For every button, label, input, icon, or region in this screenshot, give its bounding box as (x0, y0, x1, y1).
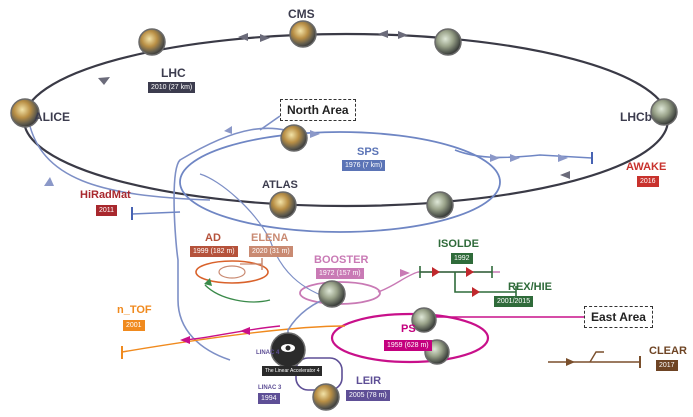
lhc-photo-2 (434, 28, 462, 56)
elena-label: ELENA (251, 232, 289, 244)
alice-transfer-line (27, 117, 211, 201)
booster-label: BOOSTER (314, 254, 369, 266)
elena-badge: 2020 (31 m) (249, 246, 293, 257)
atlas-photo (269, 191, 297, 219)
rexhie-badge: 2001/2015 (494, 296, 534, 307)
clear-arrow (566, 358, 575, 366)
booster-badge: 1972 (157 m) (316, 268, 364, 279)
leir-photo (312, 383, 340, 411)
sps-ring (179, 131, 501, 233)
rexhie-label: REX/HIE (508, 281, 553, 293)
linac4-caption: The Linear Accelerator 4 (262, 366, 323, 376)
elena-ring (218, 265, 246, 279)
booster-to-isolde-line (377, 271, 500, 293)
sps-arrows (224, 126, 568, 162)
sps-photo (280, 124, 308, 152)
atlas-label: ATLAS (262, 179, 298, 191)
cms-photo (289, 20, 317, 48)
linac4-label: LINAC 4 (256, 350, 280, 356)
booster-arrow (400, 269, 410, 277)
sps-badge: 1976 (7 km) (342, 160, 386, 171)
lhc-arrows (98, 30, 570, 179)
photo-markers (10, 20, 678, 411)
sps-to-north-area-line (173, 127, 301, 361)
north-area-box: North Area (280, 99, 356, 121)
lhc-label: LHC (161, 66, 186, 80)
ad-arrow (204, 278, 212, 286)
cms-label: CMS (288, 7, 315, 21)
ntof-badge: 2001 (123, 320, 145, 331)
lhc-badge: 2010 (27 km) (148, 82, 196, 93)
ps-to-ntof-magenta (184, 325, 281, 341)
clear-label: CLEAR (649, 345, 687, 357)
ps-arrows (180, 327, 250, 344)
ps-ring (330, 312, 490, 364)
isolde-badge: 1992 (451, 253, 473, 264)
awake-beamline (454, 149, 593, 159)
east-area-box: East Area (584, 306, 653, 328)
sps-label: SPS (357, 146, 380, 158)
clear-badge: 2017 (656, 360, 678, 371)
hiradmat-label: HiRadMat (80, 189, 131, 201)
leir-badge: 2005 (78 m) (346, 390, 390, 401)
ad-transfer-line (204, 284, 271, 303)
ntof-beamline (121, 325, 346, 353)
ps-to-sps-line (199, 173, 336, 301)
isolde-arrows (432, 267, 480, 297)
booster-photo (318, 280, 346, 308)
hiradmat-beamline (131, 211, 181, 215)
alice-line-arrow (44, 177, 54, 186)
ad-badge: 1999 (182 m) (190, 246, 238, 257)
alice-label: ALICE (34, 110, 70, 124)
ps-badge: 1959 (628 m) (384, 340, 432, 351)
linac3-label: LINAC 3 (258, 385, 282, 391)
north-area-beamline (259, 115, 281, 131)
awake-label: AWAKE (626, 161, 667, 173)
eye-icon (281, 344, 295, 352)
ps-label: PS (401, 323, 416, 335)
lhcb-label: LHCb (620, 110, 652, 124)
ntof-label: n_TOF (117, 304, 152, 316)
lhcb-photo (650, 98, 678, 126)
ad-ring (195, 260, 269, 284)
awake-badge: 2016 (637, 176, 659, 187)
isolde-label: ISOLDE (438, 238, 479, 250)
alice-photo (10, 98, 40, 128)
linac3-badge: 1994 (258, 393, 280, 404)
lhc-photo-3 (426, 191, 454, 219)
ad-label: AD (205, 232, 221, 244)
ps-photo (411, 307, 437, 333)
lhc-photo (138, 28, 166, 56)
hiradmat-badge: 2011 (96, 205, 118, 216)
clear-branch (589, 351, 604, 363)
leir-label: LEIR (356, 375, 382, 387)
